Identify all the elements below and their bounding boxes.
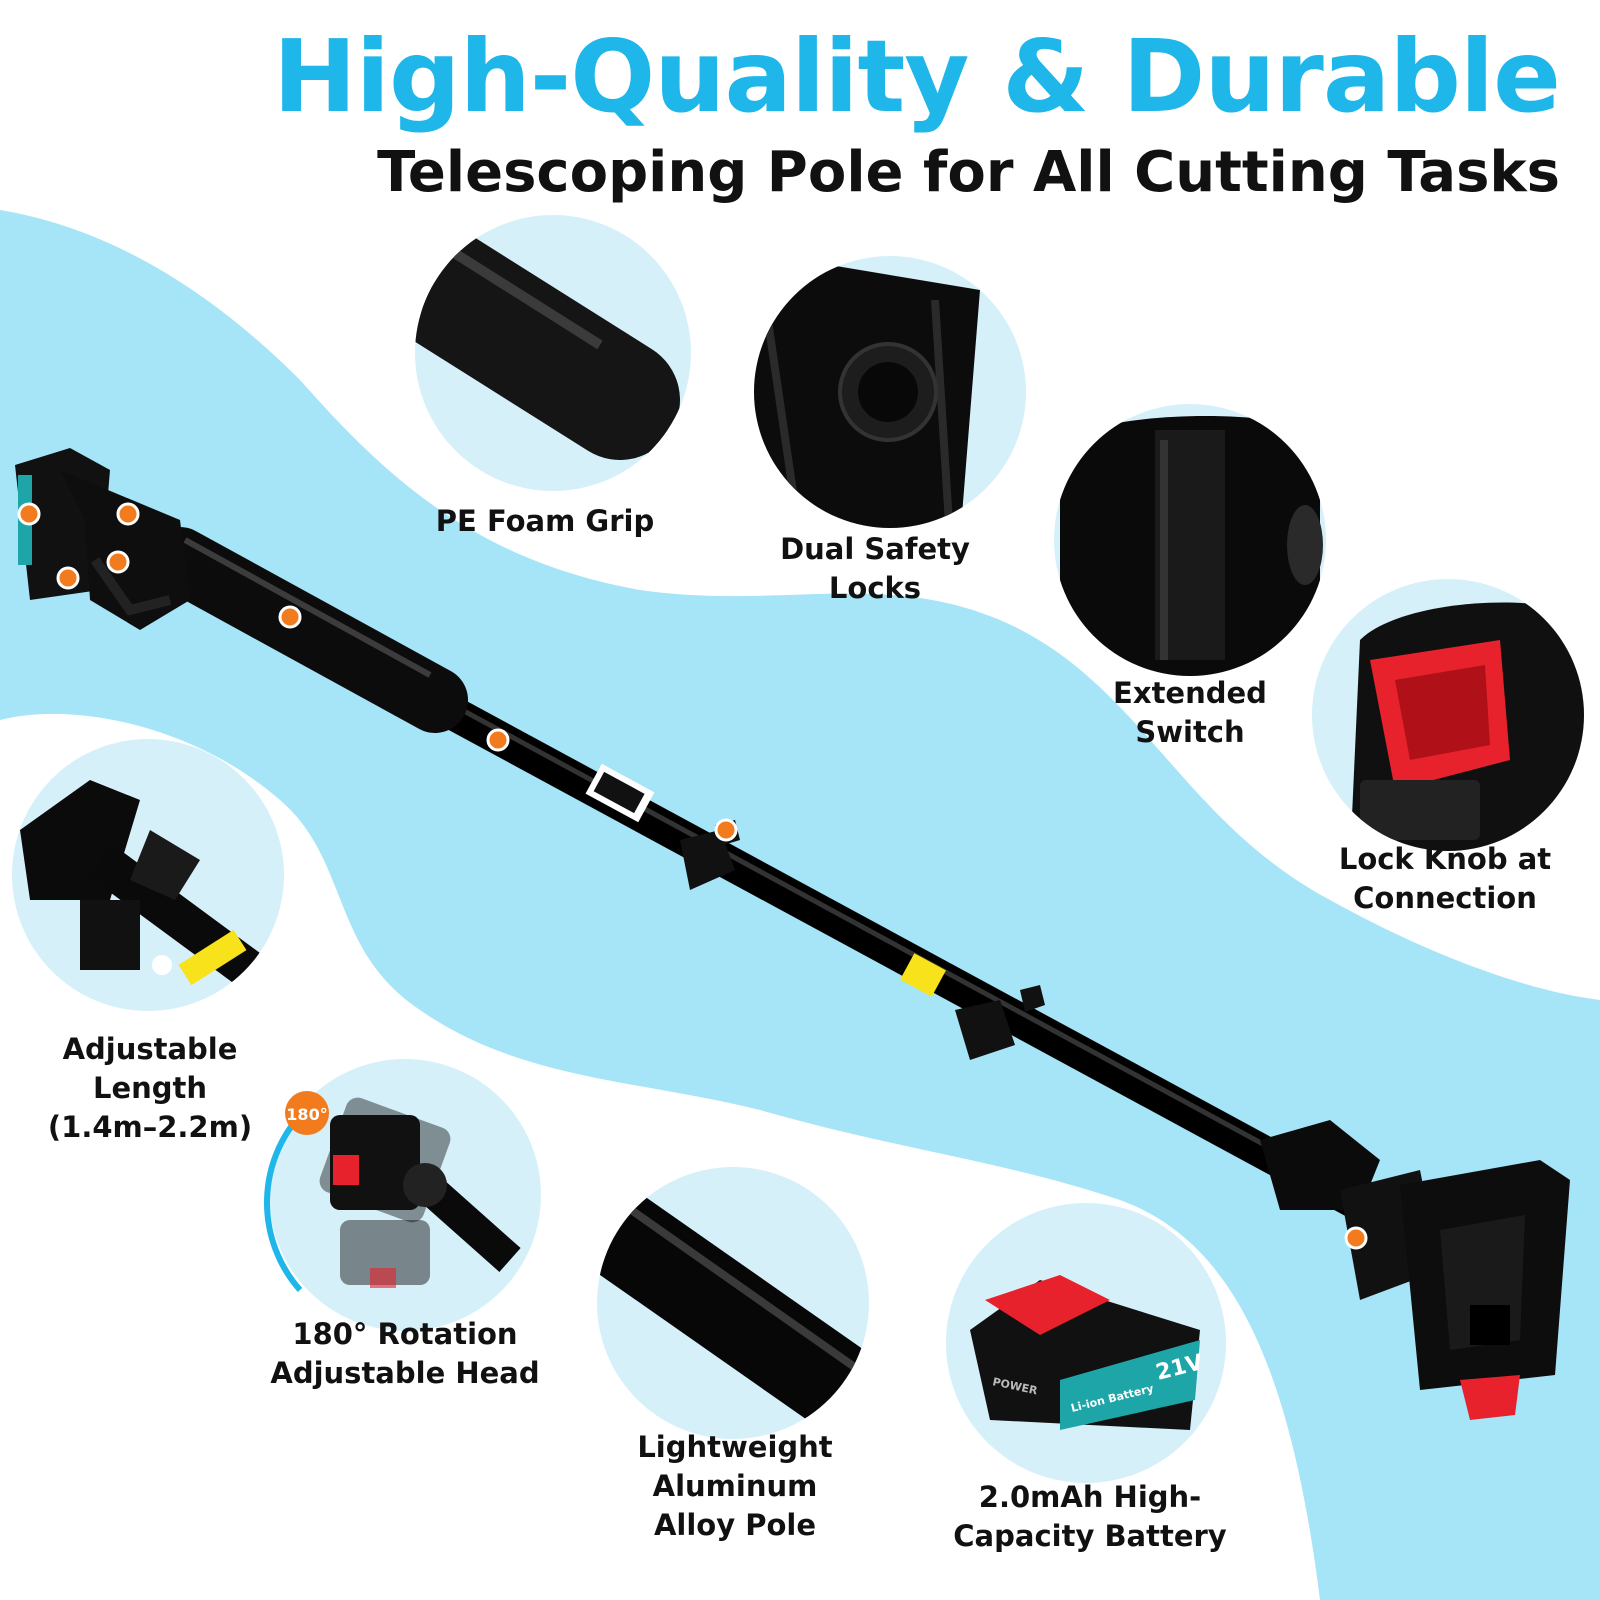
- label-foam-grip: PE Foam Grip: [435, 504, 655, 538]
- label-battery: 2.0mAh High- Capacity Battery: [953, 1480, 1227, 1554]
- label-aluminum-pole: Lightweight Aluminum Alloy Pole: [637, 1430, 833, 1543]
- marker-6: [486, 728, 510, 752]
- feature-circle-lock-knob: [1312, 579, 1584, 851]
- telescoping-pole: [43, 483, 1387, 1227]
- label-safety-locks: Dual Safety Locks: [780, 532, 970, 606]
- marker-1: [17, 502, 41, 526]
- feature-circle-safety-locks: [754, 256, 1026, 528]
- label-rotation-head: 180° Rotation Adjustable Head: [270, 1317, 540, 1391]
- page-subtitle: Telescoping Pole for All Cutting Tasks: [377, 140, 1560, 205]
- feature-circle-rotation-head: [263, 1059, 541, 1331]
- rotation-badge-text: 180°: [286, 1105, 327, 1124]
- orange-marker-icons: [17, 502, 1368, 1250]
- feature-circle-adjustable-length: [12, 739, 284, 1011]
- feature-circle-extended-switch: [1054, 404, 1326, 676]
- feature-circle-battery: 21V Li-ion Battery POWER: [946, 1203, 1226, 1483]
- marker-2: [116, 502, 140, 526]
- label-extended-switch: Extended Switch: [1113, 676, 1267, 750]
- page-title: High-Quality & Durable: [273, 18, 1561, 135]
- label-adjustable-length: Adjustable Length (1.4m–2.2m): [47, 1032, 253, 1145]
- marker-8: [1344, 1226, 1368, 1250]
- feature-circle-foam-grip: [415, 215, 691, 491]
- right-head-unit: [1260, 1120, 1570, 1420]
- label-lock-knob: Lock Knob at Connection: [1338, 842, 1552, 916]
- left-head-unit: [15, 448, 190, 630]
- marker-4: [106, 550, 130, 574]
- marker-5: [278, 605, 302, 629]
- marker-3: [56, 566, 80, 590]
- rotation-badge: 180°: [285, 1091, 329, 1135]
- marker-7: [714, 818, 738, 842]
